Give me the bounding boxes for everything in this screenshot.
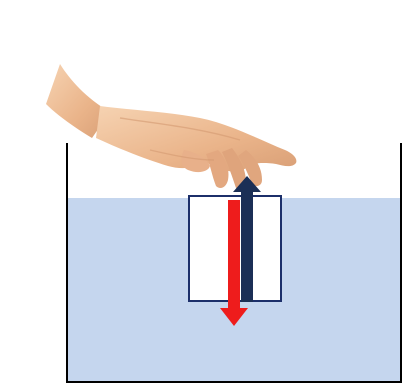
hand-icon (46, 64, 296, 190)
